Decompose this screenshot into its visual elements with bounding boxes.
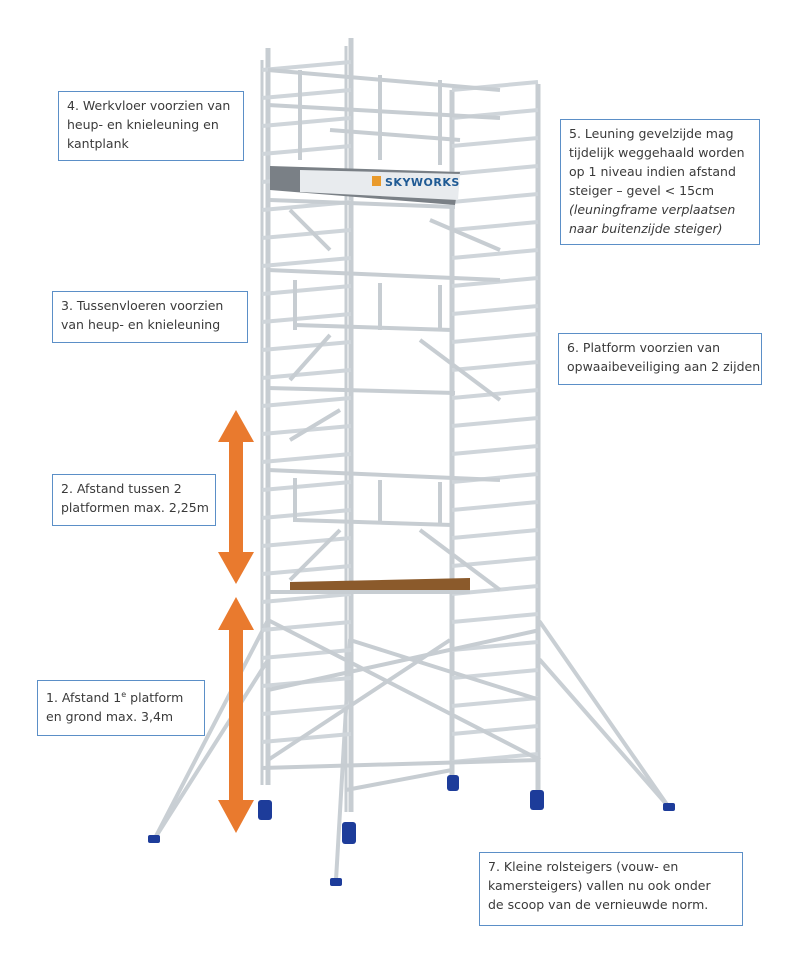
callout-line: van heup- en knieleuning bbox=[61, 317, 221, 332]
callout-platform-distance: 2. Afstand tussen 2 platformen max. 2,25… bbox=[52, 474, 216, 526]
distance-arrow-lower bbox=[218, 597, 254, 833]
ladder-rung bbox=[451, 360, 539, 372]
callout-line: en grond max. 3,4m bbox=[46, 709, 174, 725]
callout-line: steiger – gevel < 15cm bbox=[569, 183, 715, 198]
ladder-rung bbox=[451, 248, 539, 260]
callout-text: 1. Afstand 1 bbox=[46, 690, 122, 706]
ladder-rung bbox=[261, 732, 352, 744]
callout-text: platform bbox=[126, 690, 184, 706]
brand-logo-icon bbox=[372, 176, 381, 186]
ladder-rung bbox=[451, 332, 539, 344]
ladder-rung bbox=[451, 444, 539, 456]
ladder-rung bbox=[261, 368, 352, 380]
ladder-rung bbox=[261, 60, 352, 72]
callout-line-italic: (leuningframe verplaatsen bbox=[569, 202, 736, 217]
ladder-rung bbox=[451, 276, 539, 288]
outrigger-foot-left bbox=[148, 835, 160, 843]
callout-line: 3. Tussenvloeren voorzien bbox=[61, 298, 224, 313]
callout-line: op 1 niveau indien afstand bbox=[569, 164, 736, 179]
ladder-rung bbox=[261, 564, 352, 576]
ladder-rung bbox=[261, 620, 352, 632]
callout-line: 1. Afstand 1e platform bbox=[46, 685, 196, 707]
ladder-rung bbox=[261, 228, 352, 240]
ladder-rung bbox=[261, 536, 352, 548]
castor-wheels bbox=[148, 775, 675, 886]
callout-intermediate-floors: 3. Tussenvloeren voorzien van heup- en k… bbox=[52, 291, 248, 343]
callout-line: 5. Leuning gevelzijde mag bbox=[569, 126, 734, 141]
outrigger-foot-right bbox=[663, 803, 675, 811]
intermediate-platforms bbox=[267, 268, 501, 527]
callout-line: 2. Afstand tussen 2 bbox=[61, 481, 182, 496]
wheel-left bbox=[258, 800, 272, 820]
first-platform bbox=[268, 578, 470, 594]
ladder-rung bbox=[261, 704, 352, 716]
ladder-rung bbox=[261, 116, 352, 128]
callout-line: 7. Kleine rolsteigers (vouw- en bbox=[488, 859, 679, 874]
callout-small-scaffolds: 7. Kleine rolsteigers (vouw- en kamerste… bbox=[479, 852, 743, 926]
ladder-rung bbox=[261, 88, 352, 100]
ladder-rung bbox=[451, 500, 539, 512]
ladder-rung bbox=[451, 304, 539, 316]
ladder-rung bbox=[261, 592, 352, 604]
ladder-rung bbox=[451, 612, 539, 624]
ladder-rung bbox=[261, 284, 352, 296]
callout-workfloor: 4. Werkvloer voorzien van heup- en kniel… bbox=[58, 91, 244, 161]
ladder-rung bbox=[261, 256, 352, 268]
wheel-right-back bbox=[447, 775, 459, 791]
top-guardrail bbox=[267, 68, 501, 165]
callout-line: tijdelijk weggehaald worden bbox=[569, 145, 745, 160]
ladder-rung bbox=[261, 144, 352, 156]
right-rungs bbox=[451, 80, 539, 764]
ladder-rung bbox=[451, 192, 539, 204]
callout-line: platformen max. 2,25m bbox=[61, 500, 209, 515]
ladder-rung bbox=[451, 696, 539, 708]
scaffold-frame bbox=[260, 38, 541, 812]
ladder-rung bbox=[451, 416, 539, 428]
callout-line: 4. Werkvloer voorzien van bbox=[67, 98, 231, 113]
ladder-rung bbox=[261, 648, 352, 660]
ladder-rung bbox=[451, 724, 539, 736]
ladder-rung bbox=[261, 508, 352, 520]
ladder-rung bbox=[451, 164, 539, 176]
wheel-right bbox=[530, 790, 544, 810]
callout-wind-protection: 6. Platform voorzien van opwaaibeveiligi… bbox=[558, 333, 762, 385]
callout-line: heup- en knieleuning en bbox=[67, 117, 219, 132]
callout-line: opwaaibeveiliging aan 2 zijden bbox=[567, 359, 761, 374]
ladder-rung bbox=[451, 640, 539, 652]
callout-line: de scoop van de vernieuwde norm. bbox=[488, 897, 709, 912]
distance-arrow-upper bbox=[218, 410, 254, 584]
ladder-rung bbox=[451, 528, 539, 540]
work-deck: SKYWORKS bbox=[269, 166, 460, 209]
ladder-rung bbox=[451, 136, 539, 148]
callout-first-platform-distance: 1. Afstand 1e platform en grond max. 3,4… bbox=[37, 680, 205, 736]
superscript: e bbox=[121, 690, 127, 699]
callout-line: kamersteigers) vallen nu ook onder bbox=[488, 878, 711, 893]
callout-line-italic: naar buitenzijde steiger) bbox=[569, 221, 723, 236]
ladder-rung bbox=[451, 220, 539, 232]
ladder-rung bbox=[261, 452, 352, 464]
brand-logo-text: SKYWORKS bbox=[385, 176, 460, 189]
ladder-rung bbox=[261, 340, 352, 352]
wheel-center bbox=[342, 822, 356, 844]
base-bars bbox=[261, 758, 541, 792]
callout-line: kantplank bbox=[67, 136, 129, 151]
diagonal-braces bbox=[266, 208, 541, 762]
outrigger-foot-center bbox=[330, 878, 342, 886]
callout-guardrail-facade: 5. Leuning gevelzijde mag tijdelijk wegg… bbox=[560, 119, 760, 245]
ladder-rung bbox=[261, 480, 352, 492]
callout-line: 6. Platform voorzien van bbox=[567, 340, 721, 355]
ladder-rung bbox=[261, 396, 352, 408]
ladder-rung bbox=[261, 312, 352, 324]
